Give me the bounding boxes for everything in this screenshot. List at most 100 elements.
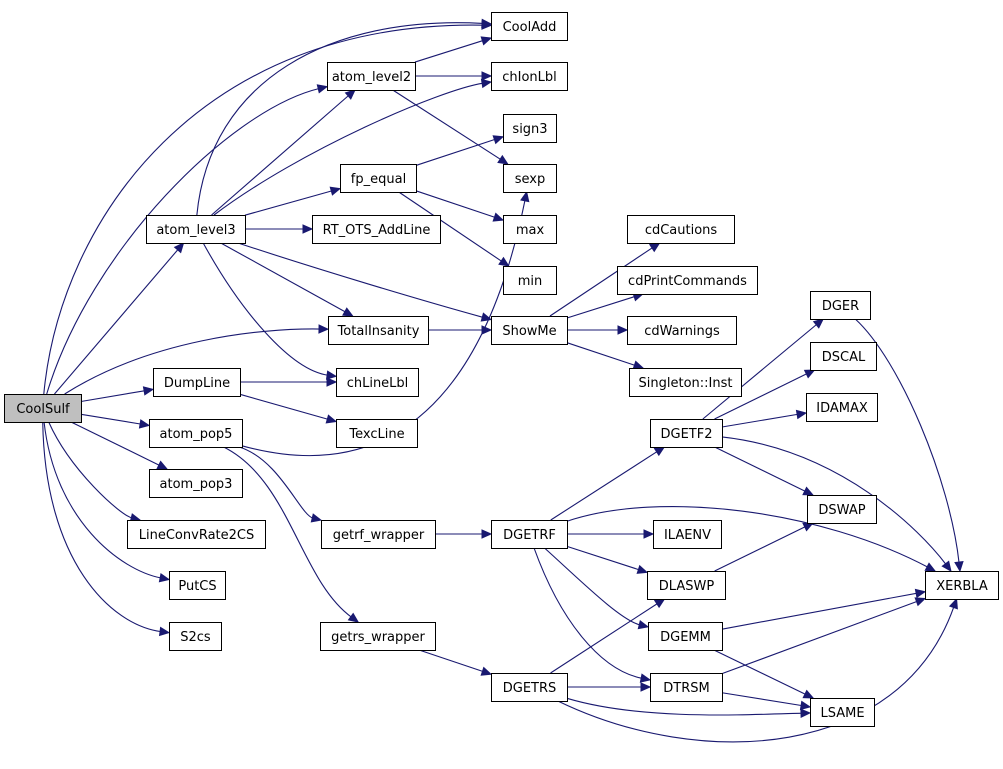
node-box[interactable] bbox=[491, 12, 568, 41]
node-sexp[interactable]: sexp bbox=[503, 164, 557, 193]
edge-line bbox=[46, 87, 320, 395]
node-atom-level3[interactable]: atom_level3 bbox=[146, 215, 246, 244]
node-box[interactable] bbox=[127, 520, 266, 549]
node-dtrsm[interactable]: DTRSM bbox=[650, 673, 723, 702]
node-cdcautions[interactable]: cdCautions bbox=[627, 215, 735, 244]
node-box[interactable] bbox=[503, 266, 557, 295]
node-atom-pop5[interactable]: atom_pop5 bbox=[149, 419, 243, 448]
node-box[interactable] bbox=[321, 520, 436, 549]
edge-atom-level2-to-chionlbl bbox=[415, 71, 493, 81]
node-box[interactable] bbox=[327, 62, 416, 91]
node-chlinelbl[interactable]: chLineLbl bbox=[336, 368, 419, 397]
node-box[interactable] bbox=[153, 368, 241, 397]
node-box[interactable] bbox=[650, 673, 723, 702]
node-sign3[interactable]: sign3 bbox=[503, 114, 557, 143]
edge-coolsulf-to-totalinsanity bbox=[64, 324, 330, 395]
node-box[interactable] bbox=[627, 316, 737, 345]
node-box[interactable] bbox=[491, 673, 568, 702]
node-label: chIonLbl bbox=[502, 70, 557, 85]
edge-line bbox=[566, 342, 636, 366]
node-cdwarnings[interactable]: cdWarnings bbox=[627, 316, 737, 345]
node-box[interactable] bbox=[617, 266, 758, 295]
node-cooladd[interactable]: CoolAdd bbox=[491, 12, 568, 41]
node-texcline[interactable]: TexcLine bbox=[336, 419, 418, 448]
node-label: TotalInsanity bbox=[337, 324, 420, 339]
node-box[interactable] bbox=[169, 622, 222, 651]
node-chionlbl[interactable]: chIonLbl bbox=[491, 62, 568, 91]
node-box[interactable] bbox=[149, 419, 243, 448]
node-max[interactable]: max bbox=[503, 215, 557, 244]
edge-getrf-wrapper-to-dgetrf bbox=[435, 529, 493, 539]
node-box[interactable] bbox=[149, 469, 243, 498]
node-lsame[interactable]: LSAME bbox=[810, 698, 875, 727]
node-lineconvrate2cs[interactable]: LineConvRate2CS bbox=[127, 520, 266, 549]
edge-coolsulf-to-atom-pop3 bbox=[70, 421, 169, 470]
node-label: sign3 bbox=[512, 122, 547, 137]
node-label: DSWAP bbox=[818, 503, 865, 518]
edge-line bbox=[566, 295, 636, 319]
node-box[interactable] bbox=[340, 164, 417, 193]
edge-totalinsanity-to-showme bbox=[428, 325, 493, 335]
node-atom-pop3[interactable]: atom_pop3 bbox=[149, 469, 243, 498]
node-dgetrf[interactable]: DGETRF bbox=[491, 520, 568, 549]
node-cdprintcommands[interactable]: cdPrintCommands bbox=[617, 266, 758, 295]
node-singleton-inst[interactable]: Singleton::Inst bbox=[629, 368, 742, 397]
node-box[interactable] bbox=[806, 393, 878, 422]
node-box[interactable] bbox=[807, 495, 877, 524]
node-box[interactable] bbox=[491, 62, 568, 91]
node-box[interactable] bbox=[653, 520, 722, 549]
node-box[interactable] bbox=[503, 164, 557, 193]
node-box[interactable] bbox=[491, 520, 568, 549]
node-dswap[interactable]: DSWAP bbox=[807, 495, 877, 524]
node-box[interactable] bbox=[336, 368, 419, 397]
node-ilaenv[interactable]: ILAENV bbox=[653, 520, 722, 549]
node-box[interactable] bbox=[925, 571, 999, 600]
node-box[interactable] bbox=[627, 215, 735, 244]
edge-atom-pop5-to-getrf-wrapper bbox=[239, 446, 323, 523]
node-dumpline[interactable]: DumpLine bbox=[153, 368, 241, 397]
node-box[interactable] bbox=[810, 291, 871, 320]
node-dgetrs[interactable]: DGETRS bbox=[491, 673, 568, 702]
node-dgetf2[interactable]: DGETF2 bbox=[650, 419, 723, 448]
node-box[interactable] bbox=[146, 215, 246, 244]
node-box[interactable] bbox=[810, 698, 875, 727]
node-rt-ots-addline[interactable]: RT_OTS_AddLine bbox=[312, 215, 441, 244]
node-box[interactable] bbox=[629, 368, 742, 397]
node-dscal[interactable]: DSCAL bbox=[810, 342, 877, 371]
node-showme[interactable]: ShowMe bbox=[491, 316, 568, 345]
node-dger[interactable]: DGER bbox=[810, 291, 871, 320]
node-s2cs[interactable]: S2cs bbox=[169, 622, 222, 651]
node-getrs-wrapper[interactable]: getrs_wrapper bbox=[320, 622, 436, 651]
node-box[interactable] bbox=[503, 114, 557, 143]
node-putcs[interactable]: PutCS bbox=[169, 571, 226, 600]
node-box[interactable] bbox=[503, 215, 557, 244]
node-label: DGEMM bbox=[660, 630, 711, 645]
node-box[interactable] bbox=[312, 215, 441, 244]
node-atom-level2[interactable]: atom_level2 bbox=[327, 62, 416, 91]
node-dlaswp[interactable]: DLASWP bbox=[647, 571, 726, 600]
edge-dgetrf-to-xerbla bbox=[566, 506, 937, 572]
node-box[interactable] bbox=[647, 571, 726, 600]
node-xerbla[interactable]: XERBLA bbox=[925, 571, 999, 600]
edge-dumpline-to-texcline bbox=[239, 393, 338, 424]
node-idamax[interactable]: IDAMAX bbox=[806, 393, 878, 422]
node-box[interactable] bbox=[328, 316, 429, 345]
node-box[interactable] bbox=[648, 622, 723, 651]
node-box[interactable] bbox=[320, 622, 436, 651]
arrowhead-icon bbox=[329, 186, 342, 196]
node-getrf-wrapper[interactable]: getrf_wrapper bbox=[321, 520, 436, 549]
node-box[interactable] bbox=[491, 316, 568, 345]
node-box[interactable] bbox=[169, 571, 226, 600]
edge-line bbox=[721, 413, 799, 428]
node-box[interactable] bbox=[4, 394, 82, 423]
node-dgemm[interactable]: DGEMM bbox=[648, 622, 723, 651]
node-box[interactable] bbox=[336, 419, 418, 448]
node-coolsulf[interactable]: CoolSulf bbox=[4, 394, 82, 423]
node-min[interactable]: min bbox=[503, 266, 557, 295]
node-box[interactable] bbox=[650, 419, 723, 448]
edge-line bbox=[544, 547, 641, 626]
node-fp-equal[interactable]: fp_equal bbox=[340, 164, 417, 193]
node-totalinsanity[interactable]: TotalInsanity bbox=[328, 316, 429, 345]
edges-layer bbox=[42, 18, 964, 743]
node-box[interactable] bbox=[810, 342, 877, 371]
